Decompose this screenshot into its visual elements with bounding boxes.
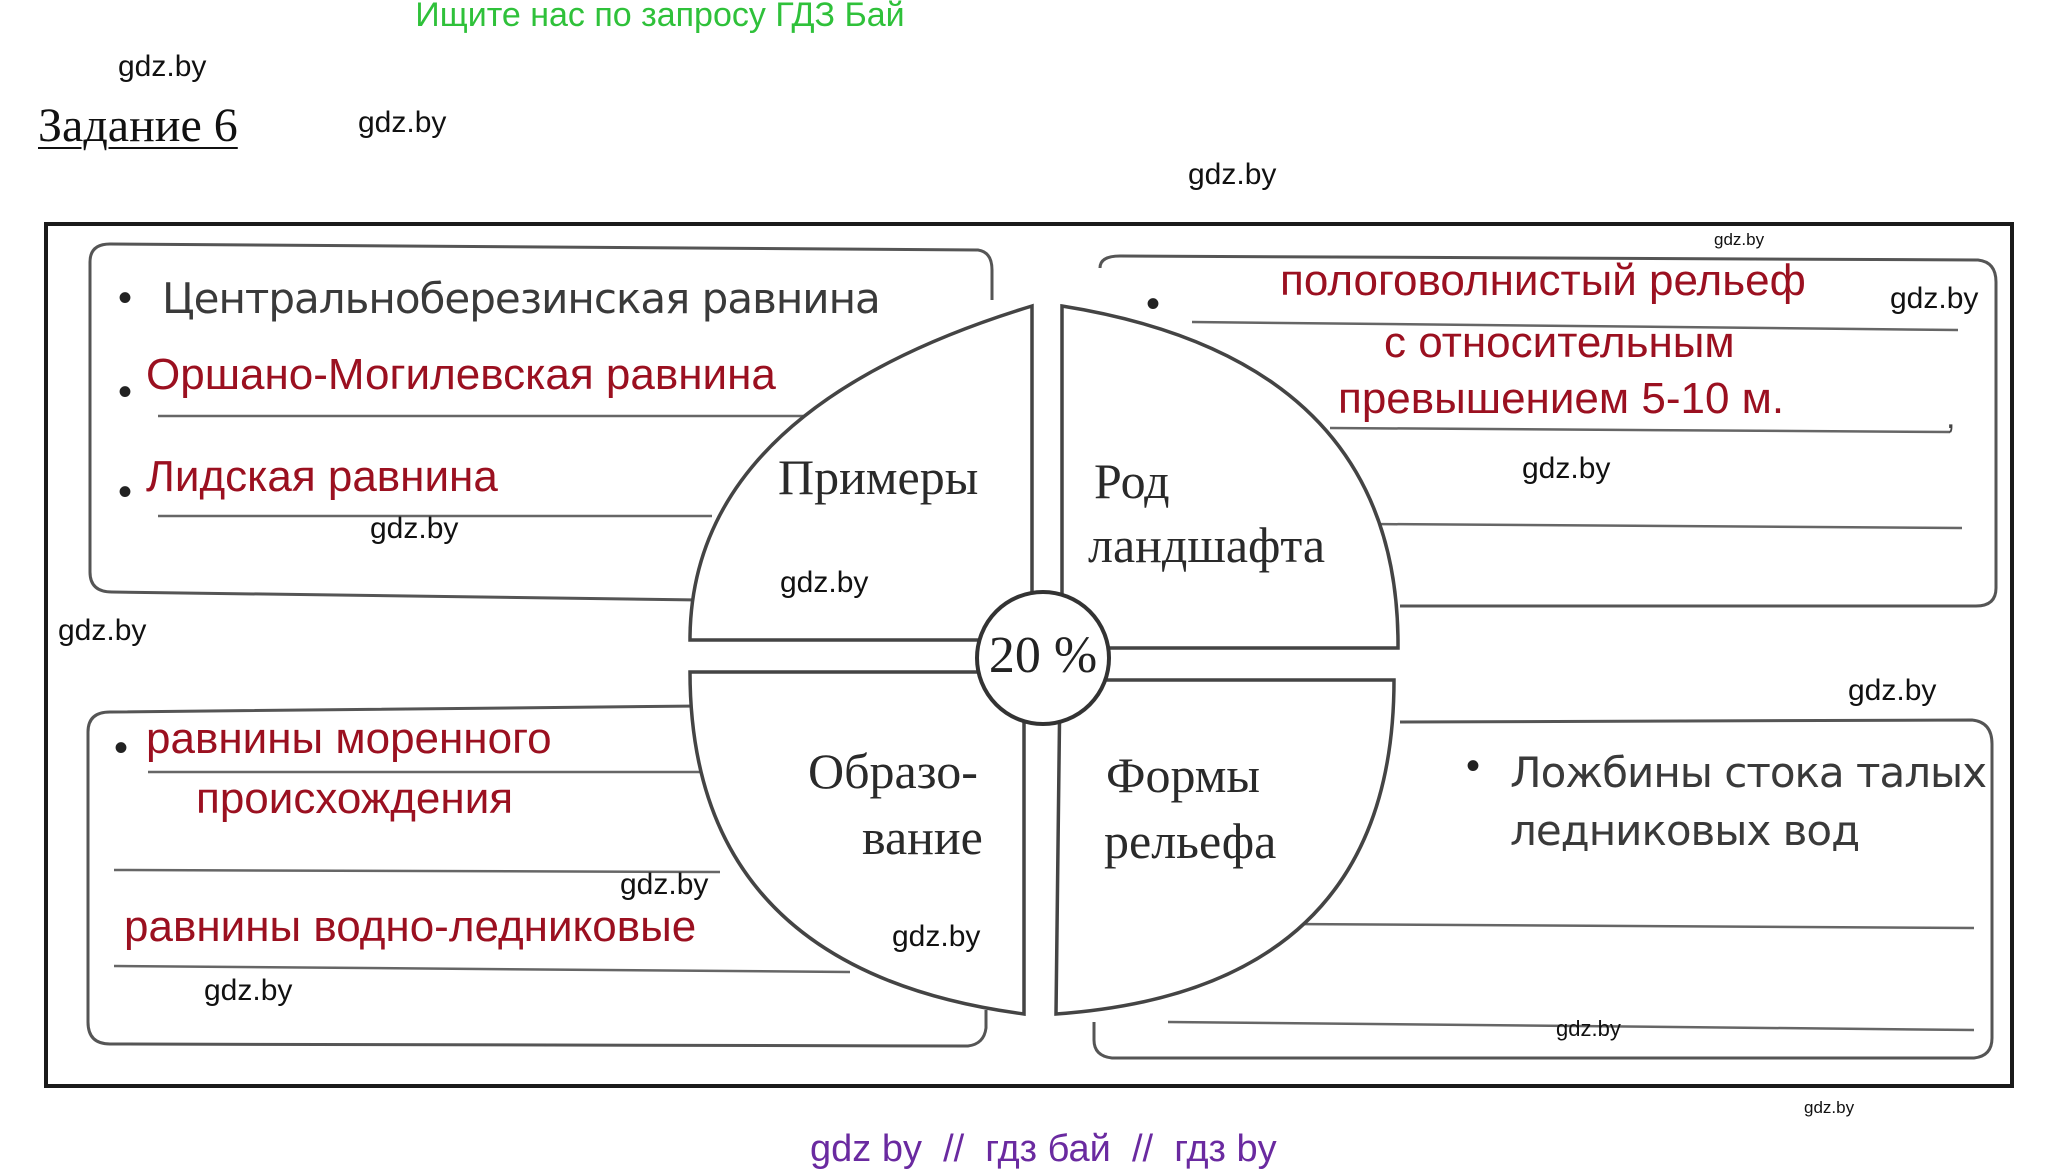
watermark: gdz.by	[1188, 158, 1277, 191]
task-title: Задание 6	[38, 99, 238, 152]
examples-answer-1: Оршано-Могилевская равнина	[146, 350, 776, 399]
bullet: •	[118, 370, 133, 414]
label-relief-line1: Формы	[1106, 747, 1260, 803]
watermark: gdz.by	[620, 868, 709, 901]
watermark: gdz.by	[1804, 1098, 1855, 1117]
landscape-answer-line3: превышением 5-10 м.	[1338, 374, 1785, 423]
landscape-answer-line2: с относительным	[1384, 318, 1735, 367]
examples-answer-2: Лидская равнина	[146, 452, 498, 501]
watermark: gdz.by	[1714, 230, 1765, 249]
box-formation-top	[86, 704, 701, 733]
center-percent: 20 %	[988, 627, 1098, 684]
bullet: •	[118, 276, 133, 320]
landscape-comma: ,	[1946, 398, 1956, 436]
watermark: gdz.by	[892, 920, 981, 953]
formation-answer-2: равнины водно-ледниковые	[124, 902, 697, 951]
quadrant-bottom-right	[1054, 678, 1396, 1016]
watermark: gdz.by	[358, 106, 447, 139]
box-formation-side	[86, 732, 988, 1048]
watermark: gdz.by	[58, 614, 147, 647]
watermark: gdz.by	[118, 50, 207, 83]
examples-printed-item: Центральноберезинская равнина	[162, 274, 881, 323]
relief-printed-line1: Ложбины стока талых	[1510, 748, 1987, 797]
diagram-frame	[44, 222, 2014, 1088]
watermark: gdz.by	[204, 974, 293, 1007]
quadrant-top-right	[1060, 303, 1400, 650]
label-formation-line2: вание	[862, 809, 983, 865]
center-circle	[975, 590, 1111, 726]
watermark: gdz.by	[1848, 674, 1937, 707]
label-landscape-line1: Род	[1094, 453, 1170, 509]
bullet: •	[1466, 744, 1481, 788]
watermark: gdz.by	[1890, 282, 1979, 315]
bullet: •	[118, 470, 133, 514]
bullet: •	[1146, 282, 1161, 326]
formation-answer-1-line1: равнины моренного	[146, 714, 552, 763]
box-relief	[1092, 718, 1994, 1060]
watermark: gdz.by	[780, 566, 869, 599]
watermark: gdz.by	[370, 512, 459, 545]
box-examples-top	[88, 242, 994, 300]
label-examples: Примеры	[778, 449, 979, 505]
box-landscape	[1098, 254, 1998, 608]
label-relief-line2: рельефа	[1104, 813, 1277, 869]
quadrant-top-left	[688, 303, 1034, 642]
landscape-answer-line1: пологоволнистый рельеф	[1280, 256, 1806, 305]
label-landscape-line2: ландшафта	[1088, 517, 1326, 573]
watermark: gdz.by	[1522, 452, 1611, 485]
quadrant-bottom-left	[688, 670, 1026, 1016]
formation-answer-1-line2: происхождения	[196, 774, 514, 823]
watermark: gdz.by	[1556, 1016, 1621, 1041]
relief-printed-line2: ледниковых вод	[1510, 806, 1860, 855]
bullet: •	[114, 726, 129, 770]
box-examples-side	[88, 262, 701, 602]
search-banner: Ищите нас по запросу ГДЗ Бай	[415, 0, 905, 34]
footer-banner: gdz by // гдз бай // гдз by	[810, 1128, 1277, 1170]
label-formation-line1: Образо-	[808, 743, 978, 799]
